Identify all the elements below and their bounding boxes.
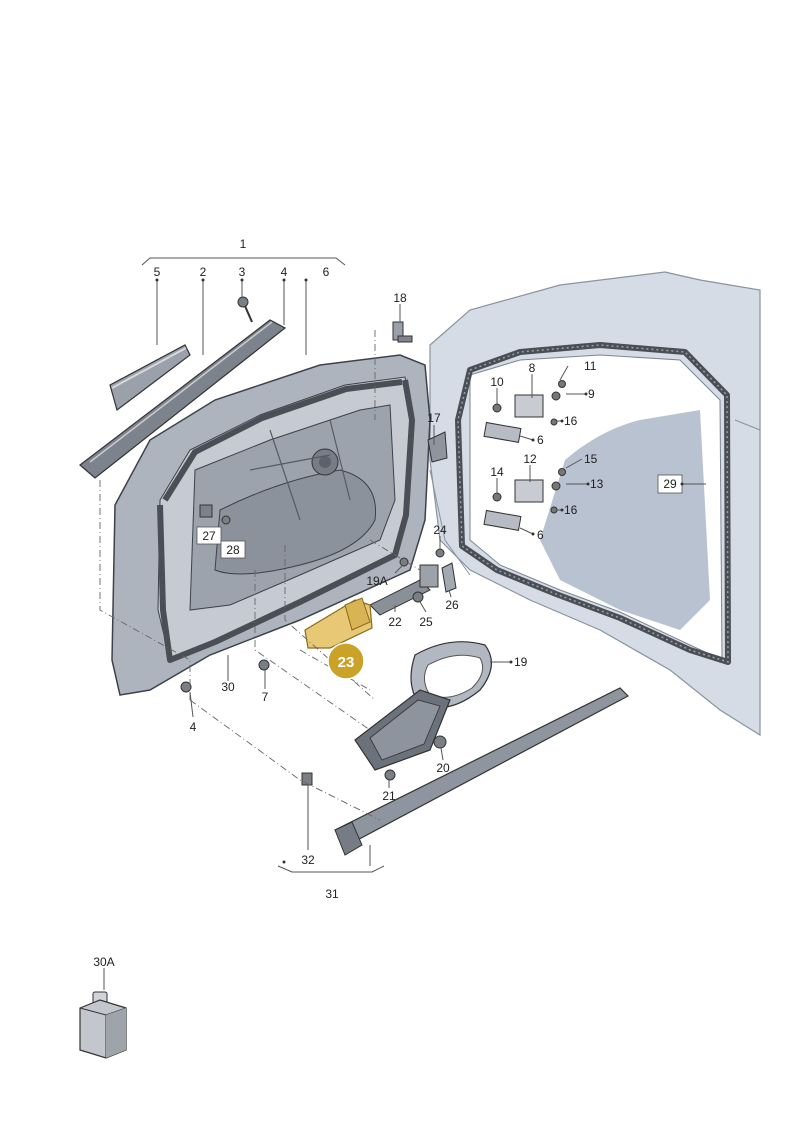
svg-text:28: 28 <box>226 543 240 557</box>
callout-21: 21 <box>382 789 396 803</box>
callout-20: 20 <box>436 761 450 775</box>
callout-29-box: 29 <box>657 474 683 494</box>
trim-strip-5 <box>109 344 191 412</box>
callout-14: 14 <box>490 465 504 479</box>
lower-hinge <box>483 468 566 531</box>
callout-28-box: 28 <box>220 540 246 559</box>
door-check-19A-22 <box>369 557 439 616</box>
callout-9: 9 <box>588 387 595 401</box>
callout-31: 31 <box>325 887 339 901</box>
bolt-21 <box>384 769 396 781</box>
bottle-30A <box>79 991 127 1059</box>
callout-26: 26 <box>445 598 459 612</box>
callout-5: 5 <box>154 265 161 279</box>
door-assembly <box>79 319 431 696</box>
clip-32 <box>301 772 313 786</box>
callout-32: 32 <box>301 853 315 867</box>
callout-6-top: 6 <box>323 265 330 279</box>
callout-3: 3 <box>239 265 246 279</box>
callout-19: 19 <box>514 655 528 669</box>
bolt-25 <box>412 591 424 603</box>
highlighted-part-23 <box>304 597 373 649</box>
svg-text:29: 29 <box>663 477 677 491</box>
leader-dots <box>155 278 684 864</box>
callout-2: 2 <box>200 265 207 279</box>
pin-18 <box>392 321 413 343</box>
callout-8: 8 <box>529 361 536 375</box>
highlight-badge-23: 23 <box>327 642 365 680</box>
upper-hinge <box>483 380 566 443</box>
callout-22: 22 <box>388 615 402 629</box>
callout-30: 30 <box>221 680 235 694</box>
sensor-17 <box>427 431 448 463</box>
callout-17: 17 <box>427 411 441 425</box>
svg-text:27: 27 <box>202 529 216 543</box>
clip-27 <box>199 504 213 518</box>
callout-16-upper: 16 <box>564 414 578 428</box>
callout-10: 10 <box>490 375 504 389</box>
callout-12: 12 <box>523 452 537 466</box>
callout-24: 24 <box>433 523 447 537</box>
bolt-24 <box>435 548 445 558</box>
callout-1: 1 <box>240 237 247 251</box>
speaker-cover-19 <box>410 641 492 709</box>
callout-4-top: 4 <box>281 265 288 279</box>
callout-27-box: 27 <box>196 526 222 545</box>
leader-lines <box>103 257 706 990</box>
callout-18: 18 <box>393 291 407 305</box>
bolt-4 <box>180 681 192 693</box>
callout-13: 13 <box>590 477 604 491</box>
bolt-7 <box>258 659 270 671</box>
bolt-28 <box>221 515 231 525</box>
svg-text:23: 23 <box>338 654 355 671</box>
body-panel <box>429 271 761 737</box>
callout-6-lower-hinge: 6 <box>537 528 544 542</box>
callout-4-bottom: 4 <box>190 720 197 734</box>
callout-labels: 1 5 2 3 4 6 18 17 8 10 11 9 16 6 12 14 1… <box>93 237 683 969</box>
callout-6-upper-hinge: 6 <box>537 433 544 447</box>
callout-7: 7 <box>262 690 269 704</box>
callout-19A: 19A <box>366 574 387 588</box>
callout-15: 15 <box>584 452 598 466</box>
nut-20 <box>433 735 447 749</box>
callout-11: 11 <box>584 359 597 373</box>
bolt-3 <box>237 296 253 323</box>
sill-trim-31 <box>334 687 629 856</box>
callout-25: 25 <box>419 615 433 629</box>
plate-26 <box>441 562 457 593</box>
speaker-housing-21 <box>354 689 451 771</box>
callout-30A: 30A <box>93 955 114 969</box>
callout-16-lower: 16 <box>564 503 578 517</box>
